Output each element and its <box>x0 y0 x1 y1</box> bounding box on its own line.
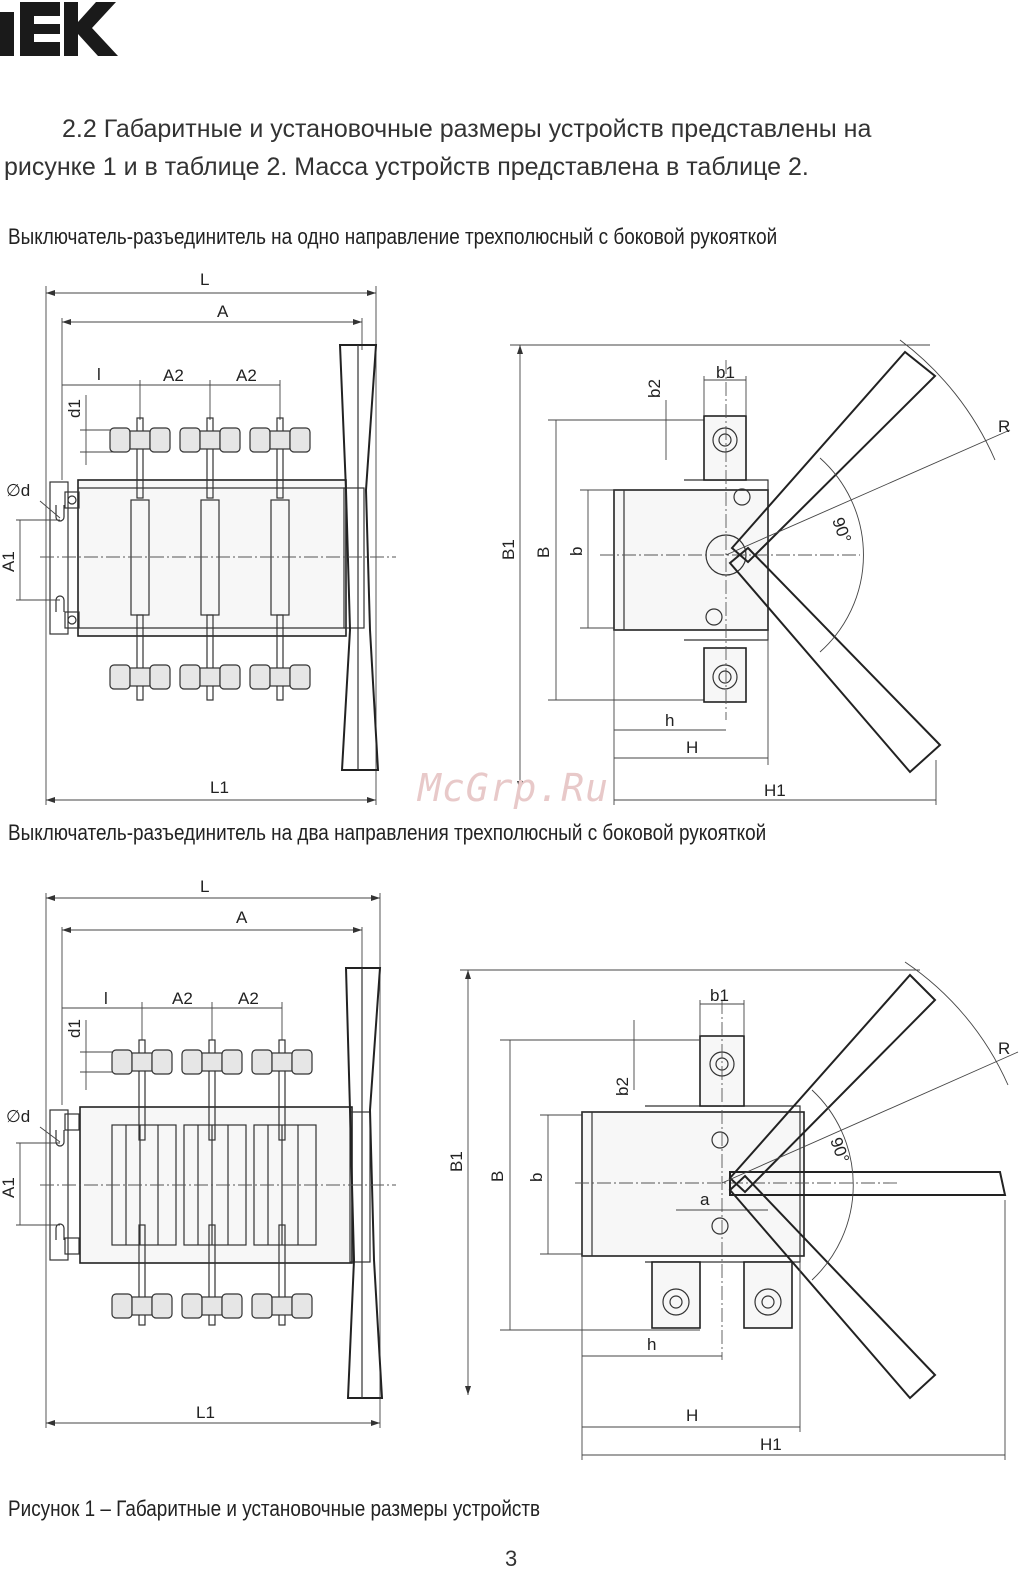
figure1-heading: Выключатель-разъединитель на одно направ… <box>8 224 778 249</box>
dim-B1: B1 <box>499 539 518 560</box>
dim-A1: A1 <box>0 551 18 572</box>
dim2-l: l <box>104 989 108 1008</box>
dim2-b1: b1 <box>710 986 729 1005</box>
figure2-heading: Выключатель-разъединитель на два направл… <box>8 820 767 845</box>
dim-l: l <box>97 365 101 384</box>
dim-A2-2: A2 <box>236 366 257 385</box>
left-nut-top <box>64 491 80 509</box>
contact-bars-2 <box>138 1039 286 1326</box>
dim2-A2-1: A2 <box>172 989 193 1008</box>
dim2-b: b <box>527 1173 546 1182</box>
intro-paragraph: 2.2 Габаритные и установочные размеры ус… <box>4 110 1014 186</box>
dim2-L1: L1 <box>196 1403 215 1422</box>
figure-caption: Рисунок 1 – Габаритные и установочные ра… <box>8 1496 541 1521</box>
dim2-a: a <box>700 1190 710 1209</box>
dim-h: h <box>665 711 674 730</box>
switch-body <box>77 479 347 637</box>
dim-H: H <box>686 738 698 757</box>
dim-L: L <box>200 270 209 289</box>
handle2-arms <box>728 973 1007 1400</box>
terminal-bolts-bottom-2 <box>111 1293 313 1319</box>
dim-b: b <box>567 547 586 556</box>
terminal-bolts-top <box>109 427 311 453</box>
page-number: 3 <box>505 1546 518 1571</box>
dim2-d: ∅d <box>6 1107 30 1126</box>
dim-A: A <box>217 302 229 321</box>
dim2-H: H <box>686 1406 698 1425</box>
dim-d: ∅d <box>6 481 30 500</box>
dim-angle: 90° <box>828 515 855 546</box>
watermark: McGrp.Ru <box>418 766 610 810</box>
dim2-R: R <box>998 1039 1010 1058</box>
dim-b1: b1 <box>716 363 735 382</box>
handle2-side <box>344 967 384 1399</box>
dim2-L: L <box>200 877 209 896</box>
dim-b2: b2 <box>645 379 664 398</box>
left-nut-bottom <box>64 611 80 629</box>
intro-line-1: 2.2 Габаритные и установочные размеры ус… <box>62 115 872 143</box>
dim2-h: h <box>647 1335 656 1354</box>
dim2-B: B <box>488 1171 507 1182</box>
dim-d1: d1 <box>65 399 84 418</box>
dim2-H1: H1 <box>760 1435 782 1454</box>
dim-L1: L1 <box>210 778 229 797</box>
dim2-A2-2: A2 <box>238 989 259 1008</box>
terminal-bolts-top-2 <box>111 1049 313 1075</box>
dim-B: B <box>534 547 553 558</box>
dim2-A: A <box>236 908 248 927</box>
contact-bars <box>130 417 290 701</box>
iek-logo <box>0 2 118 56</box>
figure2-drawing: L A l A2 A2 d1 <box>0 877 1019 1460</box>
dim2-angle: 90° <box>826 1135 853 1166</box>
dim-R: R <box>998 417 1010 436</box>
dim-A2-1: A2 <box>163 366 184 385</box>
handle-arms <box>728 350 942 774</box>
dim2-A1: A1 <box>0 1177 18 1198</box>
dim-H1: H1 <box>764 781 786 800</box>
dim2-d1: d1 <box>65 1019 84 1038</box>
dim2-B1: B1 <box>447 1151 466 1172</box>
terminal-bolts-bottom <box>109 664 311 690</box>
figure1-drawing: L A l A2 A2 d1 <box>0 270 1010 805</box>
dim2-b2: b2 <box>613 1077 632 1096</box>
handle-side <box>338 344 380 771</box>
intro-line-2: рисунке 1 и в таблице 2. Масса устройств… <box>4 153 809 181</box>
